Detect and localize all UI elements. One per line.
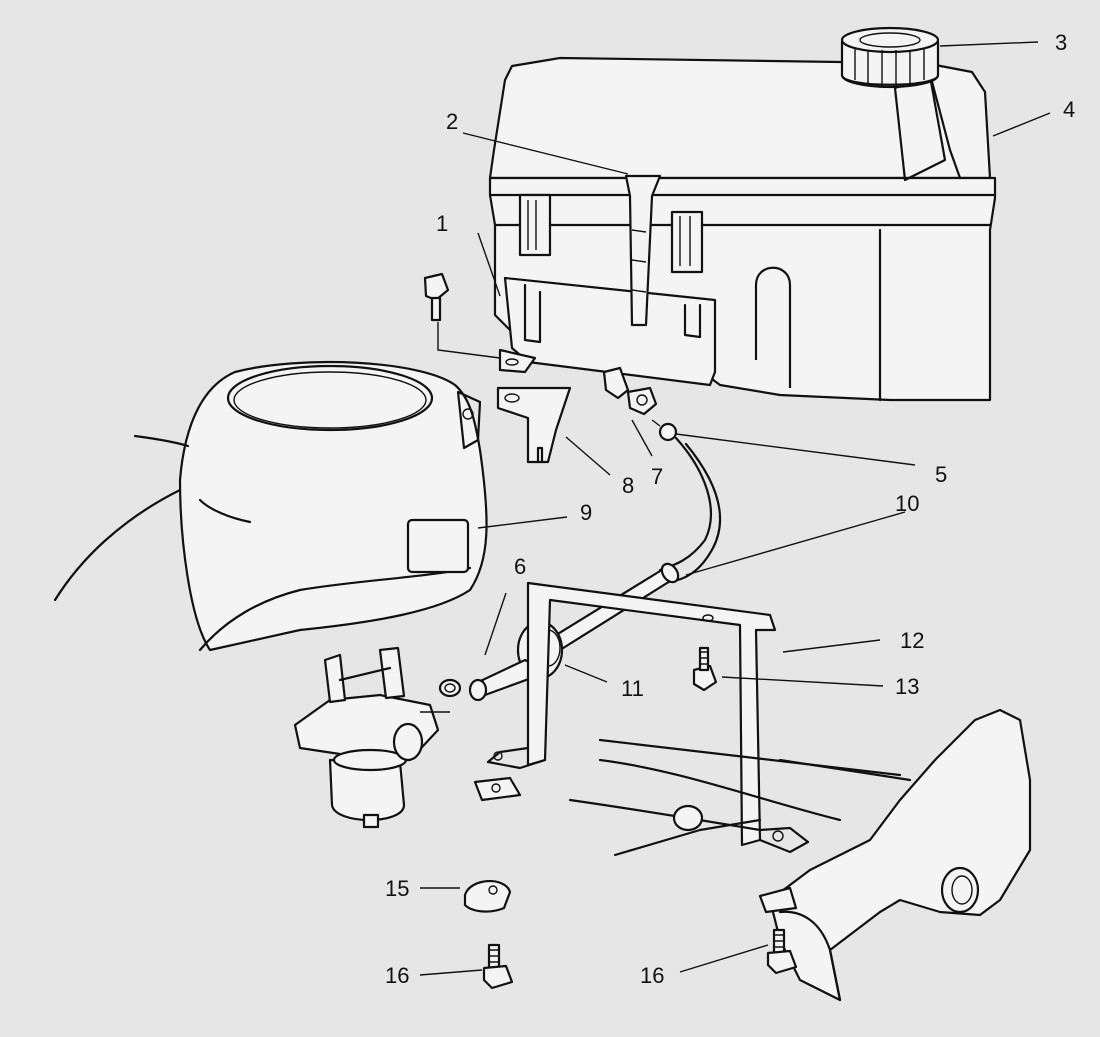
- callout-10: 10: [895, 491, 919, 516]
- support-bracket: [486, 581, 810, 854]
- bolt-16-left: [482, 943, 514, 990]
- callout-4: 4: [1063, 97, 1075, 122]
- callout-15: 15: [385, 876, 409, 901]
- screw-13: [692, 646, 718, 692]
- callout-16-left: 16: [385, 963, 409, 988]
- nut-and-elbow: [602, 366, 658, 416]
- tank-rib-right: [670, 210, 704, 274]
- callout-6: 6: [514, 554, 526, 579]
- callout-11: 11: [621, 676, 644, 701]
- callout-3: 3: [1055, 30, 1067, 55]
- callout-12: 12: [900, 628, 924, 653]
- hose-clamp-upper: [651, 419, 678, 442]
- callout-5: 5: [935, 462, 947, 487]
- callout-13: 13: [895, 674, 919, 699]
- fuel-cap: [840, 26, 940, 89]
- washer-15: [463, 879, 512, 913]
- callout-9: 9: [580, 500, 592, 525]
- engine-shroud: [53, 360, 488, 652]
- callout-16-right: 16: [640, 963, 664, 988]
- callout-7: 7: [651, 464, 663, 489]
- frame: [568, 708, 1032, 1002]
- callout-labels: 1 2 3 4 5 6 7 8 9 10 11 12 13 15 16 16: [385, 30, 1075, 988]
- callout-2: 2: [446, 109, 458, 134]
- hose-clamp-lower: [438, 678, 462, 698]
- tank-strap: [624, 174, 662, 327]
- callout-8: 8: [622, 473, 634, 498]
- carburetor: [293, 646, 450, 829]
- flange-plate-left: [473, 776, 522, 802]
- leader-lines: [419, 41, 1051, 976]
- tank-rib-left: [518, 193, 552, 257]
- bolt-16-right: [766, 928, 798, 975]
- mount-bracket: [496, 386, 572, 464]
- tank-bracket: [498, 276, 717, 387]
- bolt-upper: [423, 272, 501, 359]
- decal-label: [406, 518, 470, 574]
- callout-1: 1: [436, 211, 448, 236]
